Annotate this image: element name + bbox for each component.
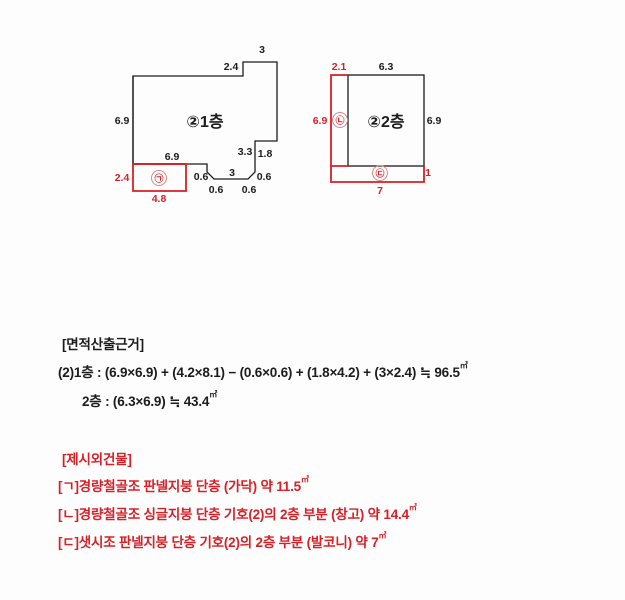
floor1-dim-annex-left-height: 2.4 — [115, 172, 130, 184]
floor1-dim-bottom-middle-width: 3 — [229, 167, 235, 179]
floor2-outline-rect — [347, 74, 425, 167]
calculation-line-1-text: (2)1층 : (6.9×6.9) + (4.2×8.1) − (0.6×0.6… — [58, 365, 460, 380]
floor1-dim-annex-bottom-width: 4.8 — [152, 193, 167, 205]
floor2-label: ②2층 — [367, 113, 404, 131]
floor1-dim-right-lower-height: 3.3 — [238, 146, 253, 158]
floor2-annex-left-marker-circle — [332, 112, 348, 128]
extra-buildings-item-2-text: [ㄴ]경량철골조 싱글지붕 단층 기호(2)의 2층 부분 (창고) 약 14.… — [58, 507, 409, 522]
floor1-dim-top-right-width: 3 — [259, 44, 265, 56]
extra-buildings-item-1-text: [ㄱ]경량철골조 판넬지붕 단층 (가닥) 약 11.5 — [58, 479, 301, 494]
floor2-annex-bottom-path — [330, 166, 425, 183]
floor-plan-drawing: ㉠ ②1층 3 2.4 6.9 1.8 3.3 6.9 2.4 4.8 0.6 … — [115, 44, 442, 205]
floor1-dim-left-height: 6.9 — [115, 115, 130, 127]
extra-buildings-item-1: [ㄱ]경량철골조 판넬지붕 단층 (가닥) 약 11.5㎡ — [58, 475, 309, 495]
floor1-dim-step-right-width: 0.6 — [242, 184, 257, 196]
floor1-dim-right-upper-height: 1.8 — [258, 148, 273, 160]
calculation-line-2-unit: ㎡ — [209, 390, 218, 399]
floor2-annex-bottom-marker-circle — [372, 165, 388, 181]
floor2-dim-right-height: 6.9 — [427, 115, 442, 127]
floor2-dim-bottom-annex-width: 7 — [377, 185, 383, 197]
extra-buildings-item-3-unit: ㎡ — [378, 531, 387, 540]
floor-plan-svg: ㉠ ②1층 3 2.4 6.9 1.8 3.3 6.9 2.4 4.8 0.6 … — [115, 44, 442, 205]
floor1-dim-notch-width: 2.4 — [224, 61, 239, 73]
floor2-annex-left-path — [330, 74, 348, 167]
floor1-dim-annex-top-width: 6.9 — [165, 151, 180, 163]
extra-buildings-item-3: [ㄷ]샛시조 판넬지붕 단층 기호(2)의 2층 부분 (발코니) 약 7㎡ — [58, 531, 387, 551]
floor2-annex-left-marker-label: ㉡ — [335, 115, 344, 126]
floor1-label: ②1층 — [186, 113, 223, 131]
calculation-line-1-unit: ㎡ — [459, 361, 468, 370]
floor2-dim-annex-top-width: 2.1 — [332, 61, 347, 73]
floor1-dim-step-left-height: 0.6 — [194, 171, 209, 183]
floor2-dim-annex-left-height: 6.9 — [313, 115, 328, 127]
floor2-annex-bottom-marker-label: ㉢ — [375, 168, 384, 179]
floor2-dim-top-width: 6.3 — [379, 61, 394, 73]
floor2-dim-bottom-annex-right-height: 1 — [425, 167, 431, 179]
extra-buildings-item-2: [ㄴ]경량철골조 싱글지붕 단층 기호(2)의 2층 부분 (창고) 약 14.… — [58, 503, 417, 523]
calculation-line-2-text: 2층 : (6.3×6.9) ≒ 43.4 — [82, 394, 210, 409]
floor1-annex-marker-circle — [151, 170, 167, 186]
calculation-line-2: 2층 : (6.3×6.9) ≒ 43.4㎡ — [82, 390, 217, 410]
extra-buildings-item-2-unit: ㎡ — [408, 503, 417, 512]
floor1-group: ㉠ ②1층 3 2.4 6.9 1.8 3.3 6.9 2.4 4.8 0.6 … — [115, 44, 278, 205]
floor1-dim-step-right-height: 0.6 — [257, 171, 272, 183]
floor1-dim-step-left-width: 0.6 — [209, 184, 224, 196]
calculation-line-1: (2)1층 : (6.9×6.9) + (4.2×8.1) − (0.6×0.6… — [58, 361, 468, 381]
extra-buildings-heading: [제시외건물] — [62, 452, 132, 467]
floor1-outline-path-main — [132, 61, 278, 180]
floor2-group: ㉡ ㉢ ②2층 2.1 6.3 6.9 6.9 1 7 — [313, 61, 442, 197]
extra-buildings-item-3-text: [ㄷ]샛시조 판넬지붕 단층 기호(2)의 2층 부분 (발코니) 약 7 — [58, 535, 379, 550]
extra-buildings-item-1-unit: ㎡ — [300, 475, 309, 484]
calculation-heading: [면적산출근거] — [62, 337, 144, 352]
floor1-annex-marker-label: ㉠ — [154, 173, 163, 184]
